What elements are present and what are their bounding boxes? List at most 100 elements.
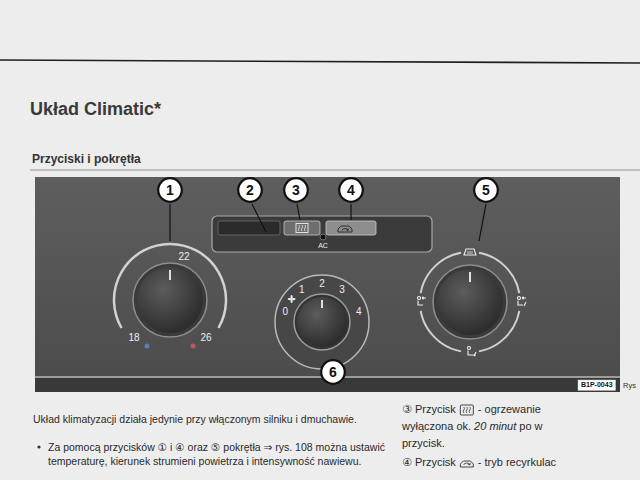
inline-icons [460,405,473,467]
knob-rim [294,294,350,350]
leader-lines [170,204,486,241]
body-text-holder: Przycisk [415,456,456,469]
car-outline [460,461,473,467]
recirculation-button [326,221,376,235]
bullet-text-holder: Za pomocą przycisków ① i ④ oraz ⑤ pokręt… [48,440,400,468]
person-body [468,351,473,356]
node-text-holder: 3 [292,182,300,199]
rear-defrost-button [284,221,320,235]
body-text: - tryb recyrkulac [478,456,556,468]
callout-number: 5 [482,182,490,199]
knob-pointer [321,300,323,308]
person-body [418,301,423,306]
warm-dot [191,344,196,349]
fan-speed-mark-holder: 4 [356,306,362,318]
air-arrows [468,251,472,254]
figure-reference: Rys [623,381,636,390]
body-text-holder: przycisk. [402,437,445,450]
recirculation-icon [342,229,349,231]
callout-marker: 6 [320,359,346,385]
node-text-holder: 4 [347,182,355,199]
fan-speed-mark: 2 [319,278,325,289]
body-text: Układ klimatyzacji działa jedynie przy w… [33,413,357,425]
rear-defrost-icon [299,225,306,231]
face-vent-icon [418,297,427,306]
leader-line [252,204,266,232]
temperature-mark-holder: 22 [178,251,189,263]
icon-patch [511,293,529,311]
button-label-holder: AC [318,242,328,250]
body-text-holder: - tryb recyrkulac [478,456,556,469]
control-panel [35,177,620,392]
node-text-holder: 1 [166,182,174,199]
fan-speed-mark-holder: 2 [319,278,325,290]
ac-indicator [320,234,326,240]
node-text-holder: B1P-0043 [581,381,613,389]
page-rule [0,60,640,63]
callout-number: 2 [246,182,254,199]
callout-marker: 4 [338,177,364,203]
person-head [518,297,521,300]
fan-blade [288,298,292,300]
knob [437,269,503,335]
strip-recess [218,221,280,235]
callout-marker: 1 [157,177,183,203]
callout-number: 4 [347,182,355,199]
fan-speed-mark-holder: 0 [283,306,289,318]
callout-circle [321,360,345,384]
page-title: Układ Climatic* [30,99,161,121]
bullet-dot [37,445,40,448]
icon-patch [411,293,429,311]
body-text: wyłączona ok. [402,420,471,432]
body-text: Przycisk [415,456,456,468]
foot-vent-icon [468,347,477,357]
air-arrow [522,297,526,306]
leader-line [479,204,486,241]
callout-circle [284,178,308,202]
callout-circle [238,178,262,202]
callout-number: 6 [329,364,337,381]
body-text-holder: po w [519,420,542,433]
knob [137,267,203,333]
body-text-holder: - ogrzewanie [478,403,541,416]
distribution-scale [420,252,520,352]
leader-line [350,204,351,220]
fan-knob-ring [275,275,369,369]
temperature-knob [114,244,226,348]
section-heading: Przyciski i pokrętła [32,152,141,166]
callout-circle [339,178,363,202]
callout-circle [474,178,498,202]
knob-rim [133,263,207,337]
air-distribution-knob [411,243,529,361]
icon-patch [461,243,479,261]
button-strip [212,216,432,252]
body-text-holder: wyłączona ok. [402,420,471,433]
callout-marker: 5 [473,177,499,203]
section-heading-holder: Przyciski i pokrętła [32,152,141,166]
person-body [518,301,523,306]
temperature-mark: 22 [178,251,189,262]
body-text: przycisk. [402,437,445,449]
fan-speed-mark: 4 [356,306,362,317]
figure-reference-holder: Rys [623,381,636,390]
fan-speed-mark-holder: 3 [339,284,345,296]
leader-line [169,204,170,241]
fan-speed-mark: 0 [283,306,289,317]
person-head [418,297,421,300]
fan-speed-mark: 1 [299,284,305,295]
body-text: - ogrzewanie [478,403,541,415]
windscreen [464,249,476,255]
rear-defrost-icon [460,405,473,415]
strip-housing [212,216,432,252]
knob-pointer [169,270,171,280]
knob-pointer [469,272,471,282]
button-label: AC [318,242,328,249]
recirculation-icon [338,226,352,232]
body-text: Przycisk [415,403,456,415]
callout-marker: 2 [237,177,263,203]
code-box-outline [578,380,616,390]
node-text-holder: 2 [246,182,254,199]
